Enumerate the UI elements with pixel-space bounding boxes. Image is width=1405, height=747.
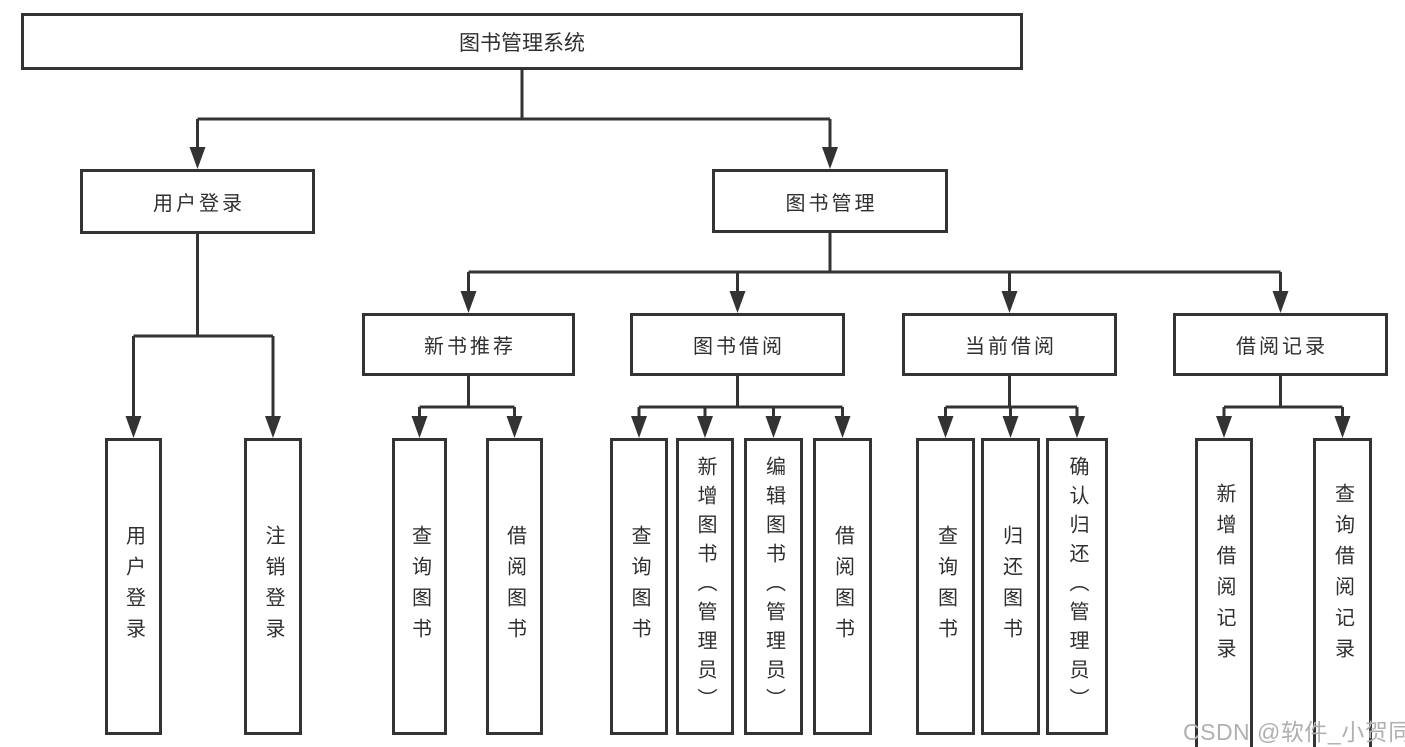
arrowhead <box>765 416 782 438</box>
leaf-label: 归还图书 <box>999 524 1022 649</box>
node-new-book-recommend: 新书推荐 <box>362 313 575 376</box>
arrowhead <box>1334 416 1351 438</box>
leaf-label: 借阅图书 <box>831 524 854 649</box>
leaf-current-return: 归还图书 <box>981 438 1040 735</box>
arrowhead <box>506 416 523 438</box>
connector-user-login <box>132 234 275 421</box>
node-root-system: 图书管理系统 <box>21 13 1023 70</box>
node-user-login: 用户登录 <box>80 169 315 234</box>
arrowhead <box>834 416 851 438</box>
leaf-borrow-edit-admin: 编辑图书（管理员） <box>744 438 803 735</box>
arrowhead <box>1069 416 1085 438</box>
leaf-borrow-add-admin: 新增图书（管理员） <box>676 438 734 735</box>
leaf-records-query: 查询借阅记录 <box>1313 438 1372 747</box>
csdn-watermark: CSDN @软件_小贺同学 <box>1183 719 1405 745</box>
connector-current <box>944 376 1079 421</box>
arrowhead <box>125 416 142 438</box>
arrowhead <box>265 416 281 438</box>
node-book-borrow: 图书借阅 <box>630 313 845 376</box>
leaf-current-confirm-return-admin: 确认归还（管理员） <box>1046 438 1108 735</box>
leaf-label: 查询图书 <box>408 524 431 649</box>
arrowhead <box>1002 416 1019 438</box>
leaf-label: 编辑图书（管理员） <box>762 456 785 717</box>
arrowhead <box>729 291 746 313</box>
arrowhead <box>1001 291 1018 313</box>
node-current-borrow: 当前借阅 <box>902 313 1117 376</box>
arrowhead <box>1272 291 1289 313</box>
leaf-user-login: 用户登录 <box>105 438 162 735</box>
node-borrow-records: 借阅记录 <box>1173 313 1388 376</box>
leaf-current-query: 查询图书 <box>916 438 975 735</box>
leaf-label: 查询图书 <box>934 524 957 649</box>
connector-records <box>1222 376 1344 421</box>
leaf-newbooks-borrow: 借阅图书 <box>486 438 543 735</box>
connector-root <box>196 70 832 152</box>
leaf-label: 确认归还（管理员） <box>1066 456 1088 717</box>
leaf-label: 查询图书 <box>628 524 650 649</box>
leaf-records-add: 新增借阅记录 <box>1195 438 1253 747</box>
leaf-label: 新增图书（管理员） <box>694 456 716 717</box>
leaf-label: 新增借阅记录 <box>1213 482 1235 669</box>
leaf-label: 注销登录 <box>262 524 284 649</box>
arrowhead <box>411 416 428 438</box>
leaf-label: 查询借阅记录 <box>1331 482 1354 669</box>
connector-borrow <box>637 376 844 421</box>
connector-new-books <box>418 376 516 421</box>
arrowhead <box>460 291 477 313</box>
arrowhead <box>697 416 713 438</box>
arrowhead <box>189 147 206 169</box>
arrowhead <box>937 416 954 438</box>
leaf-borrow-query: 查询图书 <box>610 438 668 735</box>
leaf-borrow-borrow: 借阅图书 <box>813 438 872 735</box>
leaf-logout: 注销登录 <box>244 438 302 735</box>
leaf-newbooks-query: 查询图书 <box>392 438 447 735</box>
arrowhead <box>1216 416 1232 438</box>
connector-book-mgmt <box>467 233 1282 296</box>
arrowhead <box>631 416 647 438</box>
leaf-label: 借阅图书 <box>503 524 526 649</box>
leaf-label: 用户登录 <box>122 524 145 649</box>
arrowhead <box>822 147 838 169</box>
node-book-management: 图书管理 <box>712 169 948 233</box>
